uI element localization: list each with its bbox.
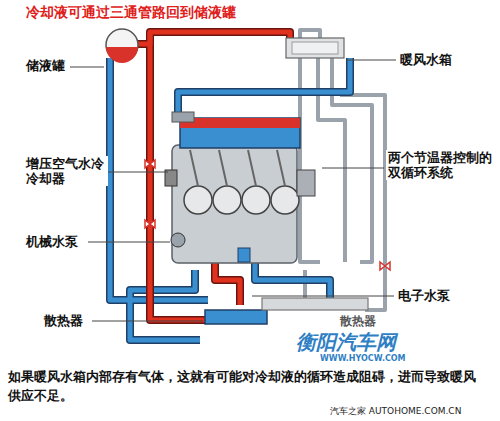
part-label: 散热器 bbox=[338, 314, 378, 328]
part-label: 两个节温器控制的双循环系统 bbox=[386, 150, 494, 180]
part-label: 电子水泵 bbox=[396, 288, 452, 304]
title-text: 冷却液可通过三通管路回到储液罐 bbox=[24, 4, 238, 21]
watermark: WWW.HYOCW.COM bbox=[320, 354, 406, 364]
watermark: 汽车之家 AUTOHOME.COM.CN bbox=[330, 406, 461, 417]
part-label: 机械水泵 bbox=[24, 234, 80, 250]
part-label: 暖风水箱 bbox=[398, 52, 454, 68]
part-label: 散热器 bbox=[42, 313, 85, 329]
part-label: 储液罐 bbox=[24, 58, 67, 74]
part-label: 增压空气水冷冷却器 bbox=[24, 156, 108, 186]
watermark: 衡阳汽车网 bbox=[296, 330, 396, 354]
caption-text: 如果暖风水箱内部存有气体，这就有可能对冷却液的循环造成阻碍，进而导致暖风供应不足… bbox=[8, 368, 478, 406]
